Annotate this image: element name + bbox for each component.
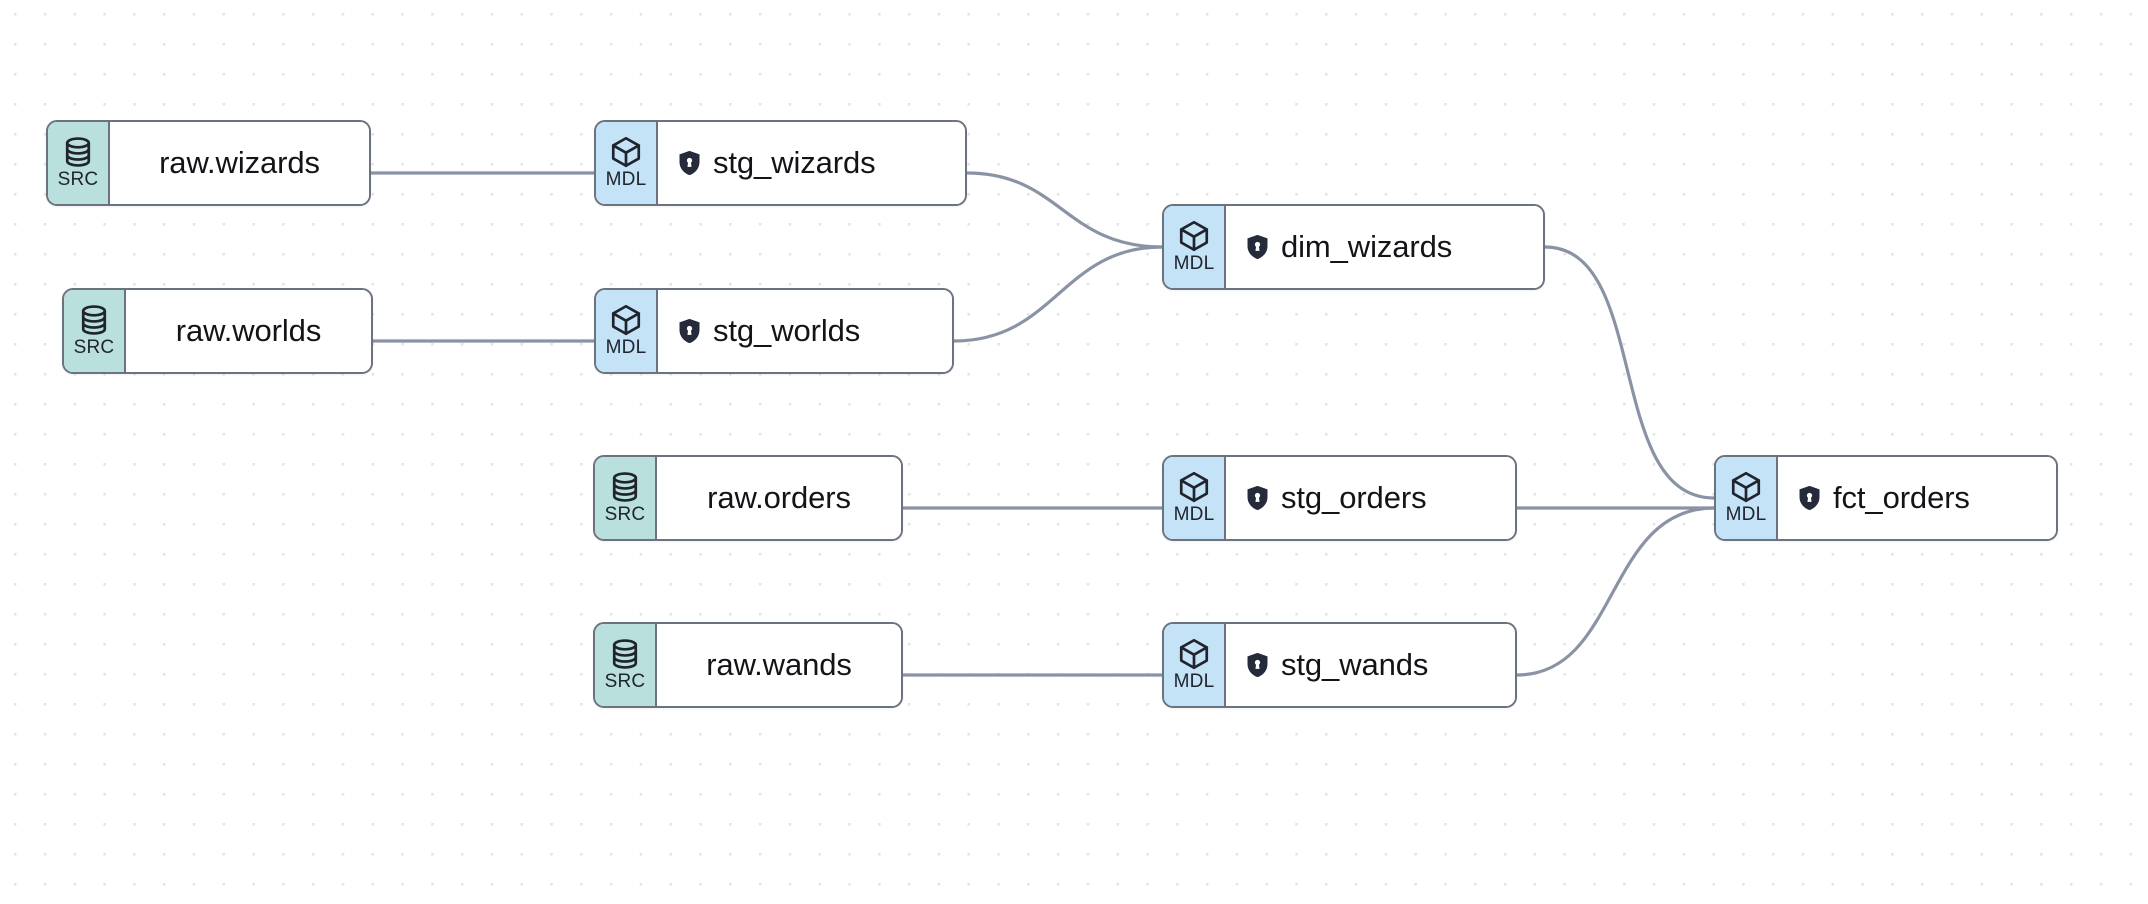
node-body: raw.wizards <box>110 122 369 204</box>
node-kind-badge: SRC <box>595 457 657 539</box>
lineage-node-stg-orders[interactable]: MDL stg_orders <box>1162 455 1517 541</box>
node-body: raw.wands <box>657 624 901 706</box>
node-kind-label: MDL <box>1725 504 1767 525</box>
lineage-node-raw-orders[interactable]: SRC raw.orders <box>593 455 903 541</box>
node-kind-badge: MDL <box>1716 457 1778 539</box>
lineage-node-raw-wands[interactable]: SRC raw.wands <box>593 622 903 708</box>
database-icon <box>608 637 642 671</box>
shield-lock-icon <box>1798 485 1821 511</box>
lineage-edge <box>952 245 1164 343</box>
node-kind-badge: MDL <box>596 122 658 204</box>
cube-icon <box>1729 470 1763 504</box>
node-body: stg_worlds <box>658 290 952 372</box>
node-kind-label: SRC <box>604 671 646 692</box>
node-body: raw.worlds <box>126 290 371 372</box>
node-label: stg_orders <box>1281 480 1427 515</box>
lineage-node-stg-wizards[interactable]: MDL stg_wizards <box>594 120 967 206</box>
lineage-edge <box>965 171 1164 249</box>
cube-icon <box>1177 470 1211 504</box>
shield-lock-icon <box>678 150 701 176</box>
node-label: dim_wizards <box>1281 229 1453 264</box>
database-icon <box>608 470 642 504</box>
node-kind-label: MDL <box>1173 253 1215 274</box>
node-kind-badge: MDL <box>1164 206 1226 288</box>
node-label: stg_wands <box>1281 647 1429 682</box>
node-label: raw.worlds <box>175 313 322 348</box>
shield-lock-icon <box>1246 234 1269 260</box>
cube-icon <box>1177 219 1211 253</box>
node-kind-label: MDL <box>1173 671 1215 692</box>
lineage-node-stg-wands[interactable]: MDL stg_wands <box>1162 622 1517 708</box>
database-icon <box>61 135 95 169</box>
node-kind-badge: SRC <box>64 290 126 372</box>
node-kind-label: SRC <box>73 337 115 358</box>
database-icon <box>77 303 111 337</box>
node-label: stg_wizards <box>713 145 876 180</box>
node-body: stg_wands <box>1226 624 1515 706</box>
node-body: fct_orders <box>1778 457 2056 539</box>
node-body: stg_wizards <box>658 122 965 204</box>
cube-icon <box>1177 637 1211 671</box>
node-label: stg_worlds <box>713 313 861 348</box>
lineage-node-stg-worlds[interactable]: MDL stg_worlds <box>594 288 954 374</box>
node-kind-label: MDL <box>605 337 647 358</box>
lineage-edge <box>1543 245 1716 500</box>
node-kind-badge: MDL <box>1164 457 1226 539</box>
lineage-node-dim-wizards[interactable]: MDL dim_wizards <box>1162 204 1545 290</box>
shield-lock-icon <box>1246 652 1269 678</box>
lineage-node-fct-orders[interactable]: MDL fct_orders <box>1714 455 2058 541</box>
node-kind-label: SRC <box>604 504 646 525</box>
node-kind-badge: SRC <box>48 122 110 204</box>
node-body: dim_wizards <box>1226 206 1543 288</box>
node-label: fct_orders <box>1833 480 1970 515</box>
cube-icon <box>609 135 643 169</box>
node-body: raw.orders <box>657 457 901 539</box>
node-body: stg_orders <box>1226 457 1515 539</box>
node-kind-label: MDL <box>605 169 647 190</box>
cube-icon <box>609 303 643 337</box>
node-kind-label: SRC <box>57 169 99 190</box>
node-label: raw.wands <box>706 647 852 682</box>
node-kind-badge: SRC <box>595 624 657 706</box>
lineage-node-raw-wizards[interactable]: SRC raw.wizards <box>46 120 371 206</box>
node-kind-badge: MDL <box>596 290 658 372</box>
shield-lock-icon <box>678 318 701 344</box>
node-kind-badge: MDL <box>1164 624 1226 706</box>
lineage-edge <box>1515 506 1716 677</box>
node-label: raw.wizards <box>159 145 320 180</box>
node-label: raw.orders <box>707 480 851 515</box>
shield-lock-icon <box>1246 485 1269 511</box>
node-kind-label: MDL <box>1173 504 1215 525</box>
lineage-node-raw-worlds[interactable]: SRC raw.worlds <box>62 288 373 374</box>
